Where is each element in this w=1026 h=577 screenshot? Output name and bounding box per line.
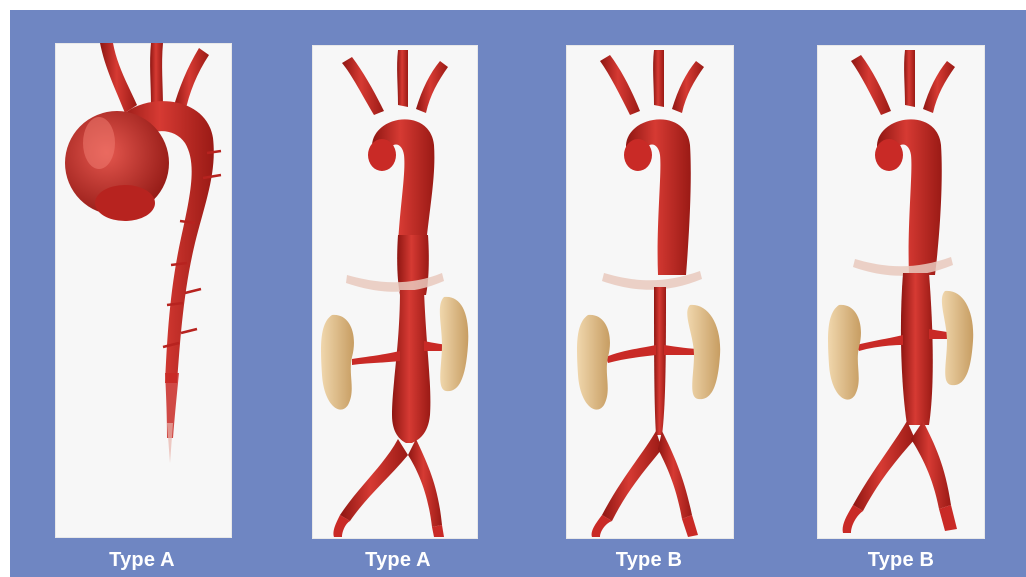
- diaphragm: [346, 273, 444, 292]
- left-kidney: [321, 315, 354, 410]
- caption-panel-1: Type A: [47, 546, 237, 574]
- diaphragm: [602, 271, 702, 290]
- diaphragm: [853, 257, 953, 276]
- left-carotid-artery: [150, 43, 163, 107]
- right-kidney: [440, 297, 468, 391]
- left-kidney: [577, 315, 610, 410]
- left-kidney: [828, 305, 861, 400]
- aorta-aneurysm-illustration: [55, 43, 232, 538]
- aorta-dissection-type-b-illustration: [566, 45, 734, 539]
- brachiocephalic-artery: [100, 43, 137, 113]
- panel-type-a-ascending: [55, 43, 232, 538]
- caption-panel-2: Type A: [303, 546, 493, 574]
- aorta-dissection-type-b-iliac-illustration: [817, 45, 985, 539]
- caption-panel-4: Type B: [806, 546, 996, 574]
- caption-panel-3: Type B: [554, 546, 744, 574]
- aorta-dissection-type-a-illustration: [312, 45, 478, 539]
- panel-type-b-iliac: [817, 45, 985, 539]
- panel-type-a-extensive: [312, 45, 478, 539]
- panel-type-b-descending: [566, 45, 734, 539]
